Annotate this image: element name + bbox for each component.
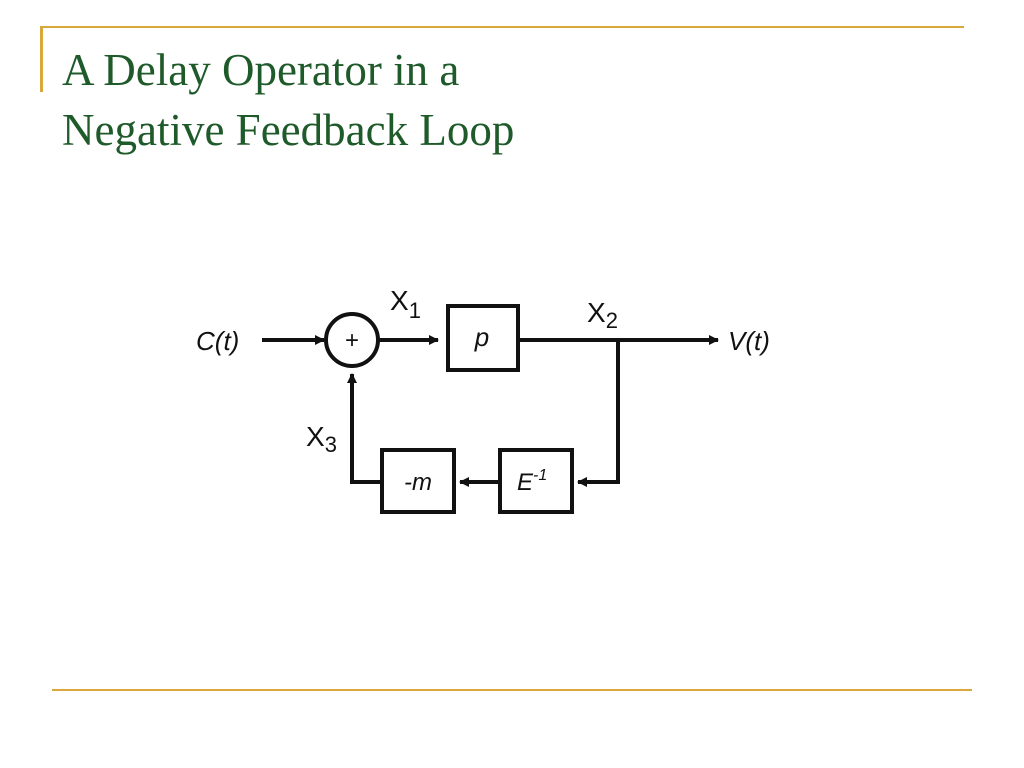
x3-label-base: X — [306, 421, 325, 452]
input-signal-arg: (t) — [215, 326, 240, 356]
slide-title: A Delay Operator in a Negative Feedback … — [62, 40, 514, 160]
slide-title-line-1: A Delay Operator in a — [62, 45, 460, 95]
x3-label: X3 — [306, 421, 337, 457]
input-signal-name: C — [196, 326, 215, 356]
x2-label: X2 — [587, 297, 618, 333]
x2-label-base: X — [587, 297, 606, 328]
summing-symbol: + — [345, 327, 359, 354]
x1-label-sub: 1 — [409, 298, 421, 323]
title-accent-bar — [40, 26, 43, 92]
x3-label-sub: 3 — [325, 432, 337, 457]
x1-label-base: X — [390, 285, 409, 316]
delay-operator-label: E-1 — [517, 467, 547, 496]
output-signal-name: V — [728, 326, 748, 356]
bottom-rule — [52, 689, 972, 691]
slide-title-line-2: Negative Feedback Loop — [62, 105, 515, 155]
input-signal-label: C(t) — [196, 326, 239, 356]
feedback-return-path — [347, 373, 382, 484]
output-signal-arg: (t) — [745, 326, 770, 356]
x1-label: X1 — [390, 285, 421, 323]
gain-block — [446, 304, 520, 372]
x2-label-sub: 2 — [606, 308, 618, 333]
delay-operator-base: E — [517, 469, 534, 496]
feedback-branch-path — [577, 340, 620, 487]
feedback-gain-label: -m — [404, 469, 432, 496]
delay-operator-sup: -1 — [533, 467, 547, 484]
output-signal-label: V(t) — [728, 326, 770, 356]
top-rule — [40, 26, 964, 28]
gain-block-label: p — [474, 322, 489, 352]
